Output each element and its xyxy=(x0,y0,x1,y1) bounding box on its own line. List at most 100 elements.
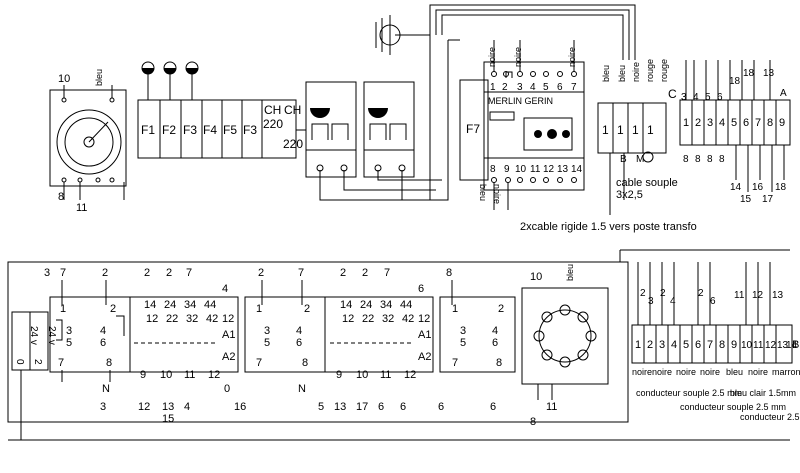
mw-2: noire xyxy=(513,47,523,67)
timer-num-b1: 8 xyxy=(58,191,64,203)
timer-num-b2: 11 xyxy=(76,202,87,214)
bl-1: conducteur souple 2.5 mm xyxy=(636,388,742,398)
mt-1: 1 xyxy=(490,82,496,93)
k2-22: 22 xyxy=(362,313,374,325)
r3-8: 8 xyxy=(446,267,452,279)
a-top-5: 5 xyxy=(705,92,711,103)
bt-2a: 2 xyxy=(640,288,646,299)
svg-text:1: 1 xyxy=(256,303,262,315)
timer-num-left: 10 xyxy=(58,73,70,85)
k2-24: 24 xyxy=(360,299,372,311)
fuse-5: F5 xyxy=(223,123,237,137)
bl-3: bleu clair 1.5mm xyxy=(730,388,796,398)
svg-text:6: 6 xyxy=(296,337,302,349)
k2-t2a: 2 xyxy=(340,267,346,279)
mt-5: 5 xyxy=(543,82,549,93)
t2-10: 10 xyxy=(530,271,542,283)
fuse-block: F1 F2 F3 F4 F5 F3 CH 220 CH 220 xyxy=(137,61,303,159)
a-t7: 7 xyxy=(755,117,761,129)
ch-220-b: 220 xyxy=(283,137,303,151)
a-t9: 9 xyxy=(779,117,785,129)
b-1: 1 xyxy=(635,339,641,351)
ch-label-a: CH xyxy=(264,103,281,117)
b-9: 9 xyxy=(731,339,737,351)
bl-4: conducteur 2.5mm xyxy=(740,412,800,422)
svg-text:4: 4 xyxy=(492,325,498,337)
c-t3: 1 xyxy=(632,123,639,137)
c-t1: 1 xyxy=(602,123,609,137)
ch-label-b: CH xyxy=(284,103,301,117)
cw-1: bleu xyxy=(601,65,611,82)
r2-2: 2 xyxy=(258,267,264,279)
k1-b4: 4 xyxy=(184,401,190,413)
k2-12: 12 xyxy=(342,313,354,325)
bt-2b: 2 xyxy=(660,288,666,299)
k1-t7: 7 xyxy=(186,267,192,279)
mbw-2: noire xyxy=(492,184,502,204)
a-top-18b: 18 xyxy=(743,68,755,79)
k1-zero: 0 xyxy=(224,383,230,395)
mb-8: 8 xyxy=(490,164,496,175)
circuit-breakers xyxy=(296,81,415,178)
fuse-4: F4 xyxy=(203,123,217,137)
merlin-gerin-module: F7 MERLIN GERIN 1 2 3 4 5 6 7 noire noir… xyxy=(459,40,585,210)
bw-4: noire xyxy=(700,367,720,377)
k2-11: 11 xyxy=(380,369,391,381)
cw-4: rouge xyxy=(645,59,655,82)
k2-b6b: 6 xyxy=(400,401,406,413)
cable-souple: cable souple xyxy=(616,177,678,189)
mt-6: 6 xyxy=(557,82,563,93)
t2-11: 11 xyxy=(546,401,557,413)
a-t4: 4 xyxy=(719,117,725,129)
a-top-6: 6 xyxy=(717,92,723,103)
svg-text:1: 1 xyxy=(452,303,458,315)
bt-6: 6 xyxy=(710,296,716,307)
t2-8: 8 xyxy=(530,416,536,428)
a-b-8d: 8 xyxy=(719,154,725,165)
k2-a1: A1 xyxy=(418,329,431,341)
b-7: 7 xyxy=(707,339,713,351)
svg-text:5: 5 xyxy=(460,337,466,349)
a-t5: 5 xyxy=(731,117,737,129)
k1-b12: 12 xyxy=(138,401,150,413)
svg-text:2: 2 xyxy=(498,303,504,315)
b-11: 11 xyxy=(753,340,764,351)
ch-220-a: 220 xyxy=(263,117,283,131)
b-2: 2 xyxy=(647,339,653,351)
bw-2: noire xyxy=(652,367,672,377)
mt-7: 7 xyxy=(571,82,577,93)
k1-t2a: 2 xyxy=(144,267,150,279)
timer-dial-top: 10 bleu 8 11 xyxy=(49,69,127,214)
bw-marron: marron xyxy=(772,367,800,377)
a-b-8a: 8 xyxy=(683,154,689,165)
tr2-2: 2 xyxy=(32,359,43,365)
mbw-1: bleu xyxy=(478,184,488,201)
cw-2: bleu xyxy=(617,65,627,82)
c-m: M xyxy=(636,154,644,165)
fuse-3: F3 xyxy=(183,123,197,137)
b-B: B xyxy=(792,339,799,351)
f7-label: F7 xyxy=(466,122,480,136)
k2-b13: 13 xyxy=(334,401,346,413)
svg-text:4: 4 xyxy=(100,325,106,337)
k1-16: 16 xyxy=(234,401,246,413)
k1-12b: 12 xyxy=(208,369,220,381)
k1-t2b: 2 xyxy=(166,267,172,279)
bw-1: noire xyxy=(632,367,652,377)
r3-b6b: 6 xyxy=(490,401,496,413)
mb-9: 9 xyxy=(504,164,510,175)
k2-42: 42 xyxy=(402,313,414,325)
svg-text:2: 2 xyxy=(110,303,116,315)
r1-b3: 3 xyxy=(100,401,106,413)
b-13: 13 xyxy=(777,340,789,351)
b-5: 5 xyxy=(683,339,689,351)
c-t2: 1 xyxy=(617,123,624,137)
k1-t4: 4 xyxy=(222,283,228,295)
mt-3: 3 xyxy=(517,82,523,93)
t2-bleu: bleu xyxy=(565,264,575,281)
a-b-18: 18 xyxy=(775,182,787,193)
a-t6: 6 xyxy=(743,117,749,129)
b-14: 14 xyxy=(786,340,798,351)
bt-13: 13 xyxy=(772,290,784,301)
svg-text:8: 8 xyxy=(106,357,112,369)
